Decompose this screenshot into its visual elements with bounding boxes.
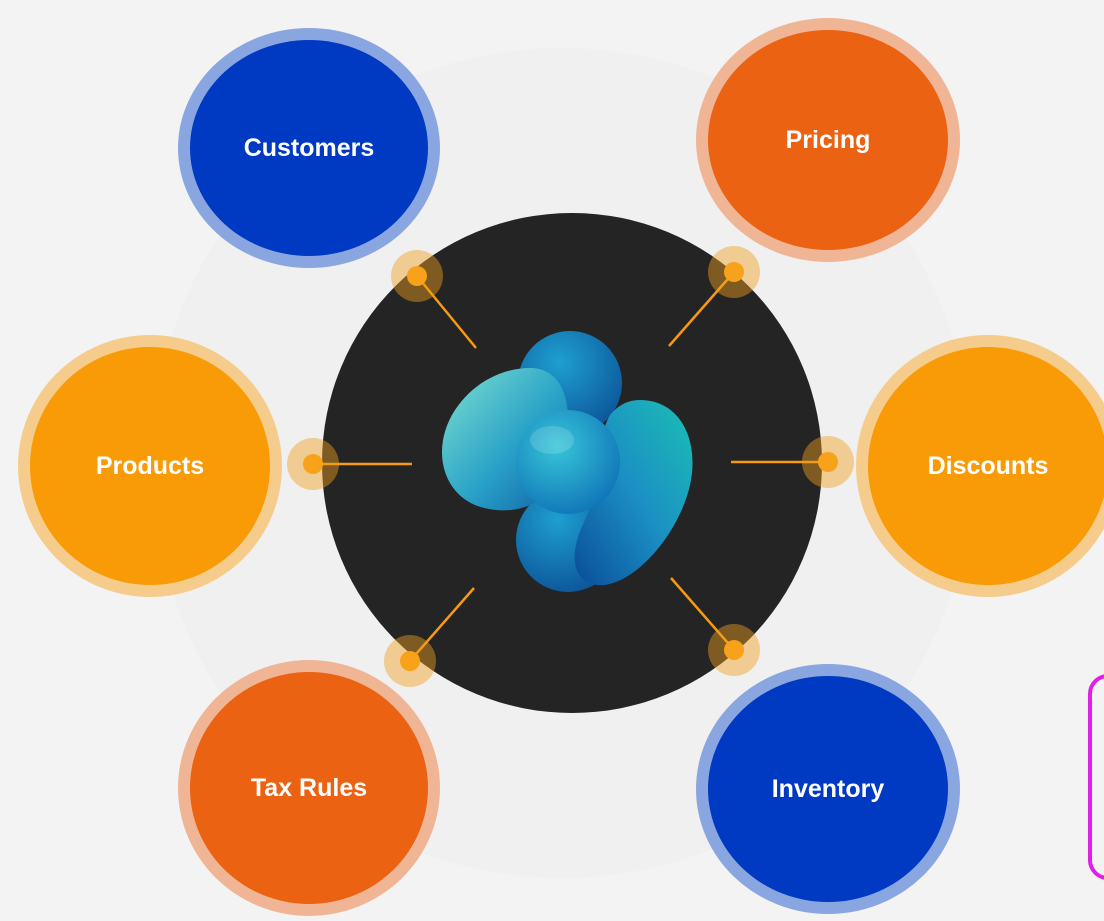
connector-dot-tax-rules [384, 635, 436, 687]
connector-line-inventory [670, 577, 735, 651]
connector-dot-pricing [708, 246, 760, 298]
node-pricing[interactable]: Pricing [696, 18, 960, 262]
node-customers[interactable]: Customers [178, 28, 440, 268]
connector-dot-products [287, 438, 339, 490]
node-label-tax-rules: Tax Rules [250, 773, 368, 802]
node-discounts[interactable]: Discounts [856, 335, 1104, 597]
node-label-inventory: Inventory [771, 774, 885, 803]
node-label-discounts: Discounts [927, 451, 1049, 480]
connector-line-customers [416, 275, 477, 349]
edge-callout-frame [1088, 674, 1104, 880]
connector-line-pricing [668, 271, 735, 347]
connector-line-tax-rules [409, 587, 475, 662]
abstract-product-logo-icon [441, 331, 693, 592]
node-inventory[interactable]: Inventory [696, 664, 960, 914]
connector-dot-customers [391, 250, 443, 302]
connector-dot-discounts [802, 436, 854, 488]
connector-dot-inventory [708, 624, 760, 676]
node-label-pricing: Pricing [785, 125, 871, 154]
node-tax-rules[interactable]: Tax Rules [178, 660, 440, 916]
node-products[interactable]: Products [18, 335, 282, 597]
node-label-products: Products [95, 451, 205, 480]
node-label-customers: Customers [243, 133, 375, 162]
